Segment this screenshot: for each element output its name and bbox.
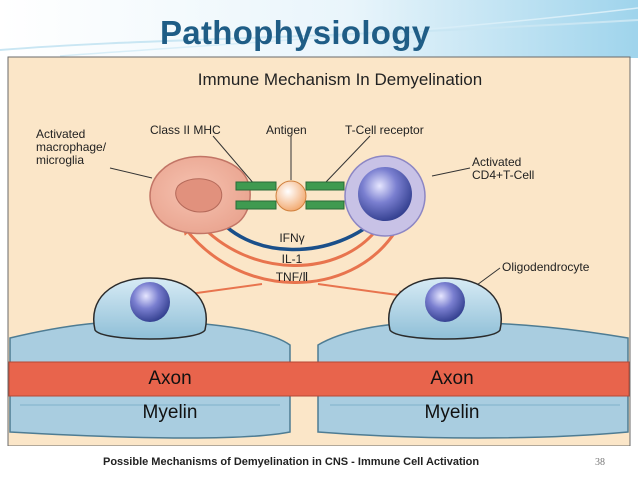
label-axon-right: Axon <box>430 368 474 389</box>
header-swoosh <box>0 19 638 51</box>
label-oligodendrocyte: Oligodendrocyte <box>502 260 590 274</box>
tcell-receptor <box>305 181 345 191</box>
antigen-particle <box>275 180 307 212</box>
slide-caption: Possible Mechanisms of Demyelination in … <box>103 456 480 468</box>
leader-tcell <box>431 167 471 177</box>
slide-title: Pathophysiology <box>160 14 431 51</box>
label-myelin-left: Myelin <box>142 402 198 423</box>
diagram-title: Immune Mechanism In Demyelination <box>197 70 483 89</box>
tcell-nucleus <box>358 167 412 221</box>
macrophage-nucleus <box>175 178 223 213</box>
axon <box>8 361 630 397</box>
label-macrophage: Activated macrophage/ microglia <box>36 127 107 167</box>
footer-strip <box>0 446 638 479</box>
leader-tcell-receptor <box>325 135 371 183</box>
label-tcell-receptor: T-Cell receptor <box>345 123 424 137</box>
header-band <box>0 0 638 58</box>
slide-number: 38 <box>595 457 605 468</box>
leader-macrophage <box>109 167 153 179</box>
leader-mhc <box>212 135 256 186</box>
header-swoosh <box>59 7 638 57</box>
mhc-molecule <box>235 200 277 210</box>
label-class-ii-mhc: Class II MHC <box>150 123 221 137</box>
cytokine-label: TNF/Ⅱ <box>275 270 309 284</box>
label-antigen: Antigen <box>266 123 307 137</box>
arrow-tcell-to-macrophage-outer <box>182 224 397 284</box>
label-activated-cd4-tcell: Activated CD4+T-Cell <box>472 155 535 182</box>
label-myelin-right: Myelin <box>424 402 480 423</box>
label-axon-left: Axon <box>148 368 192 389</box>
arrow-to-right-oligodendrocyte <box>317 283 409 301</box>
cytokine-label: IFNγ <box>279 231 305 245</box>
mhc-molecule <box>235 181 277 191</box>
cytokine-label: IL-1 <box>281 252 303 266</box>
arrow-tcell-to-macrophage <box>195 219 380 267</box>
oligodendrocyte-nucleus-left <box>130 282 170 322</box>
tcell-receptor <box>305 200 345 210</box>
oligodendrocyte-nucleus-right <box>425 282 465 322</box>
